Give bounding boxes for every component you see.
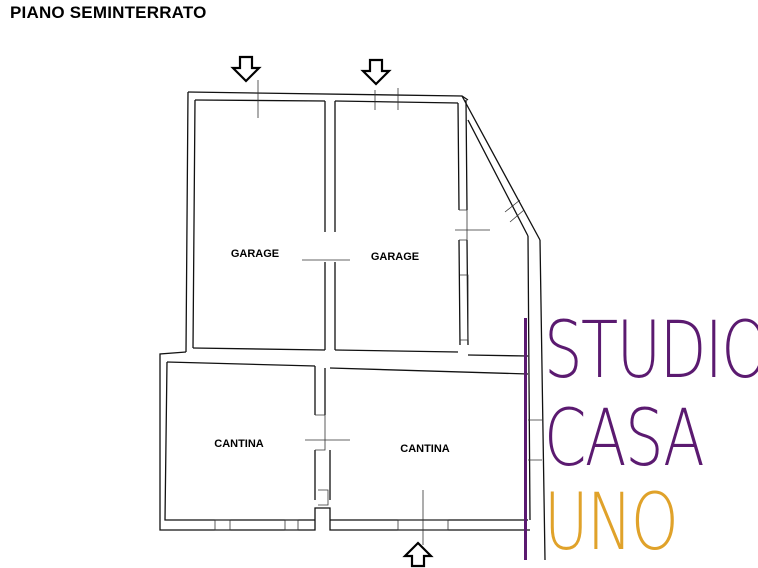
arrow-down-icon <box>360 58 392 86</box>
logo-casa: CASA <box>544 394 705 484</box>
arrow-down-icon <box>230 55 262 83</box>
room-label-cantina-left: CANTINA <box>214 438 264 450</box>
room-label-garage-left: GARAGE <box>231 248 279 260</box>
logo-bar <box>524 318 527 560</box>
arrow-up-icon <box>402 541 434 568</box>
logo-uno: UNO <box>544 478 679 568</box>
walls <box>159 80 546 561</box>
room-label-garage-right: GARAGE <box>371 251 419 263</box>
room-label-cantina-right: CANTINA <box>400 443 450 455</box>
floor-title: PIANO SEMINTERRATO <box>10 3 207 22</box>
logo-studio: STUDIO <box>544 306 758 396</box>
